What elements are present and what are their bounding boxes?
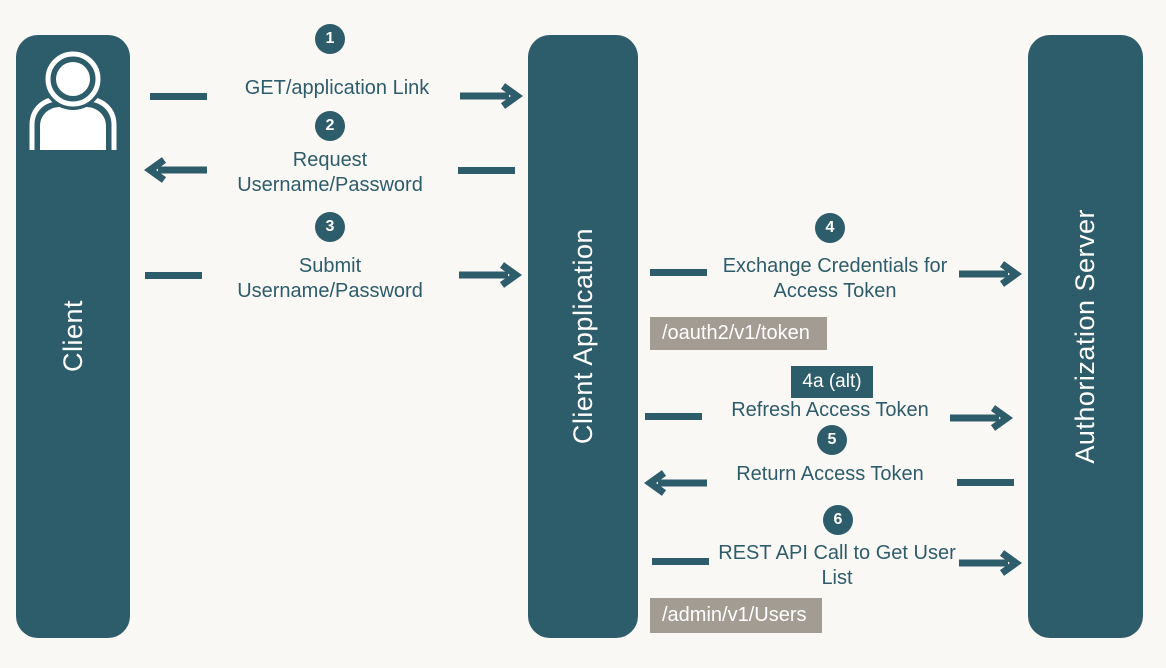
arrow-right-icon	[958, 550, 1022, 576]
actor-client-application: Client Application	[528, 35, 638, 638]
message-line: GET/application Link	[244, 77, 430, 99]
arrow-tail-segment	[650, 269, 707, 276]
message-label-6: REST API Call to Get User List	[718, 541, 956, 591]
actor-label-client-application: Client Application	[567, 228, 598, 445]
arrow-right-icon	[458, 262, 522, 288]
step-badge-4: 4	[815, 213, 845, 243]
message-line: Submit	[298, 255, 362, 277]
message-line: Exchange Credentials for	[722, 255, 948, 277]
message-label-2: Request Username/Password	[237, 148, 423, 198]
message-label-4: Exchange Credentials for Access Token	[723, 254, 948, 304]
step-badge-1: 1	[315, 24, 345, 54]
message-line: List	[821, 567, 853, 589]
actor-authorization-server: Authorization Server	[1028, 35, 1143, 638]
message-line: Username/Password	[237, 280, 423, 302]
message-line: Return Access Token	[736, 463, 924, 485]
arrow-tail-segment	[957, 479, 1014, 486]
message-label-3: Submit Username/Password	[237, 254, 423, 304]
step-badge-3: 3	[315, 212, 345, 242]
actor-label-authorization-server: Authorization Server	[1070, 209, 1100, 464]
message-label-1: GET/application Link	[245, 76, 430, 101]
person-icon	[29, 48, 117, 150]
message-line: Access Token	[773, 280, 897, 302]
message-line: Request	[292, 149, 368, 171]
message-label-4a: Refresh Access Token	[731, 398, 929, 423]
arrow-left-icon	[644, 470, 708, 496]
endpoint-tag-oauth-token: /oauth2/v1/token	[650, 317, 827, 350]
step-badge-4a-alt: 4a (alt)	[791, 366, 873, 398]
arrow-right-icon	[459, 83, 523, 109]
arrow-right-icon	[949, 405, 1013, 431]
arrow-tail-segment	[458, 167, 515, 174]
arrow-left-icon	[144, 157, 208, 183]
message-line: Username/Password	[237, 174, 423, 196]
arrow-right-icon	[958, 261, 1022, 287]
step-badge-5: 5	[817, 425, 847, 455]
arrow-tail-segment	[645, 413, 702, 420]
step-badge-6: 6	[823, 505, 853, 535]
message-label-5: Return Access Token	[736, 462, 924, 487]
arrow-tail-segment	[145, 272, 202, 279]
message-line: Refresh Access Token	[731, 399, 929, 421]
step-badge-2: 2	[315, 111, 345, 141]
arrow-tail-segment	[652, 558, 709, 565]
endpoint-tag-admin-users: /admin/v1/Users	[650, 598, 822, 633]
actor-client: Client	[16, 35, 130, 638]
message-line: REST API Call to Get User	[718, 542, 956, 564]
arrow-tail-segment	[150, 93, 207, 100]
actor-label-client: Client	[57, 300, 88, 373]
